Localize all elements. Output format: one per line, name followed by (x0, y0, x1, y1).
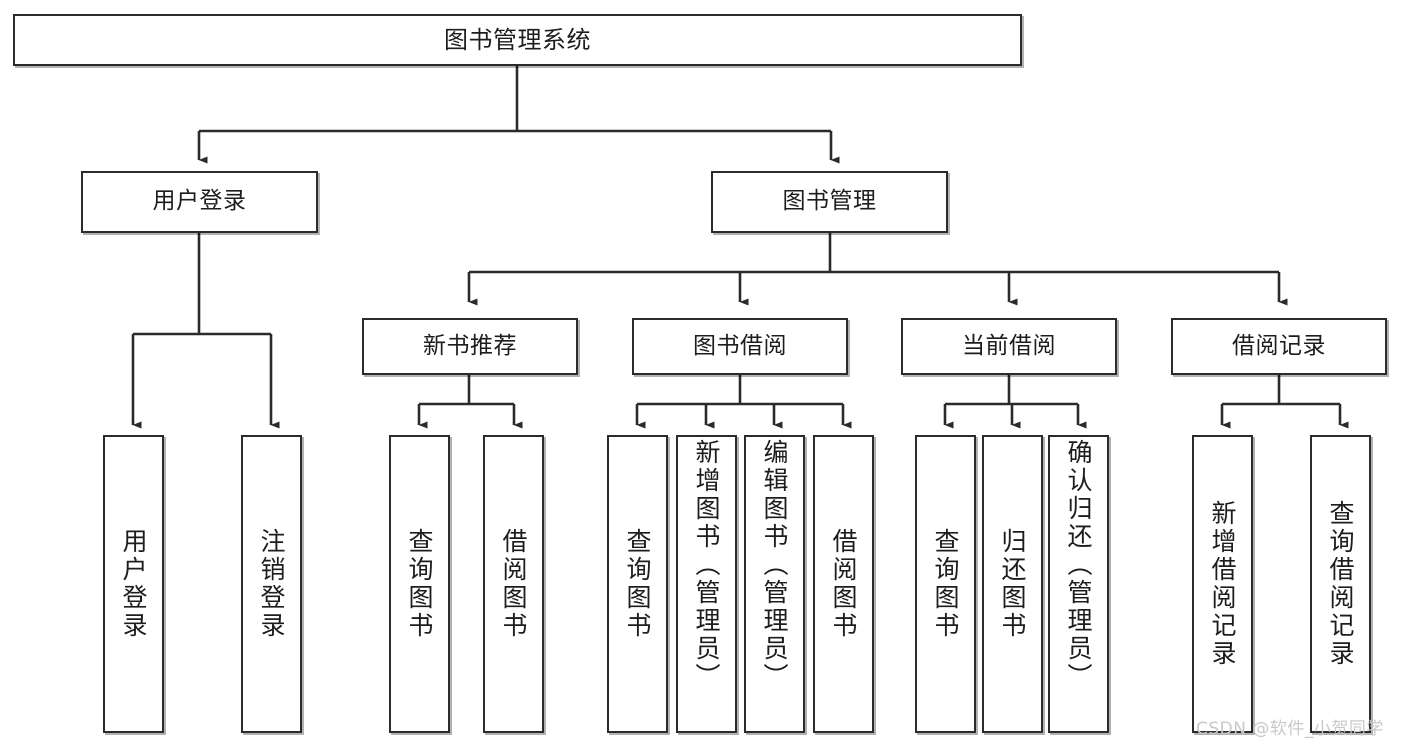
node-leaf-add-book-label: 新增图书（管理员） (692, 439, 721, 691)
node-root-label: 图书管理系统 (444, 25, 591, 54)
node-book-borrow-label: 图书借阅 (693, 332, 787, 359)
node-book-management-label: 图书管理 (782, 188, 877, 215)
node-leaf-logout-login[interactable]: 注销登录 (241, 435, 302, 733)
node-book-management[interactable]: 图书管理 (711, 171, 948, 233)
node-leaf-query-book-3-label: 查询图书 (931, 528, 960, 640)
node-leaf-edit-book[interactable]: 编辑图书（管理员） (744, 435, 805, 733)
node-borrow-record[interactable]: 借阅记录 (1171, 318, 1387, 375)
watermark-text: CSDN @软件_小贺同学 (1196, 719, 1384, 739)
node-leaf-query-book-3[interactable]: 查询图书 (915, 435, 976, 733)
node-leaf-query-borrow-record-label: 查询借阅记录 (1326, 500, 1355, 668)
node-leaf-borrow-book-2[interactable]: 借阅图书 (813, 435, 874, 733)
node-new-book-recommend[interactable]: 新书推荐 (362, 318, 578, 375)
node-root[interactable]: 图书管理系统 (13, 14, 1022, 66)
node-user-login[interactable]: 用户登录 (81, 171, 318, 233)
node-leaf-borrow-book-1[interactable]: 借阅图书 (483, 435, 544, 733)
node-leaf-logout-login-label: 注销登录 (257, 528, 286, 640)
node-leaf-confirm-return-label: 确认归还（管理员） (1064, 439, 1093, 691)
node-leaf-query-book-2-label: 查询图书 (623, 528, 652, 640)
node-leaf-user-login-label: 用户登录 (119, 528, 148, 640)
node-new-book-recommend-label: 新书推荐 (423, 332, 517, 359)
node-leaf-edit-book-label: 编辑图书（管理员） (760, 439, 789, 691)
node-book-borrow[interactable]: 图书借阅 (632, 318, 848, 375)
node-leaf-user-login[interactable]: 用户登录 (103, 435, 164, 733)
node-borrow-record-label: 借阅记录 (1232, 332, 1326, 359)
node-leaf-borrow-book-2-label: 借阅图书 (829, 528, 858, 640)
node-leaf-add-book[interactable]: 新增图书（管理员） (676, 435, 737, 733)
node-leaf-query-book-1[interactable]: 查询图书 (389, 435, 450, 733)
node-current-borrow-label: 当前借阅 (962, 332, 1056, 359)
node-leaf-add-borrow-record-label: 新增借阅记录 (1208, 500, 1237, 668)
node-leaf-return-book[interactable]: 归还图书 (982, 435, 1043, 733)
node-leaf-query-borrow-record[interactable]: 查询借阅记录 (1310, 435, 1371, 733)
node-current-borrow[interactable]: 当前借阅 (901, 318, 1117, 375)
node-leaf-return-book-label: 归还图书 (998, 528, 1027, 640)
node-leaf-add-borrow-record[interactable]: 新增借阅记录 (1192, 435, 1253, 733)
node-leaf-borrow-book-1-label: 借阅图书 (499, 528, 528, 640)
node-leaf-query-book-2[interactable]: 查询图书 (607, 435, 668, 733)
node-leaf-confirm-return[interactable]: 确认归还（管理员） (1048, 435, 1109, 733)
node-leaf-query-book-1-label: 查询图书 (405, 528, 434, 640)
node-user-login-label: 用户登录 (152, 188, 247, 215)
